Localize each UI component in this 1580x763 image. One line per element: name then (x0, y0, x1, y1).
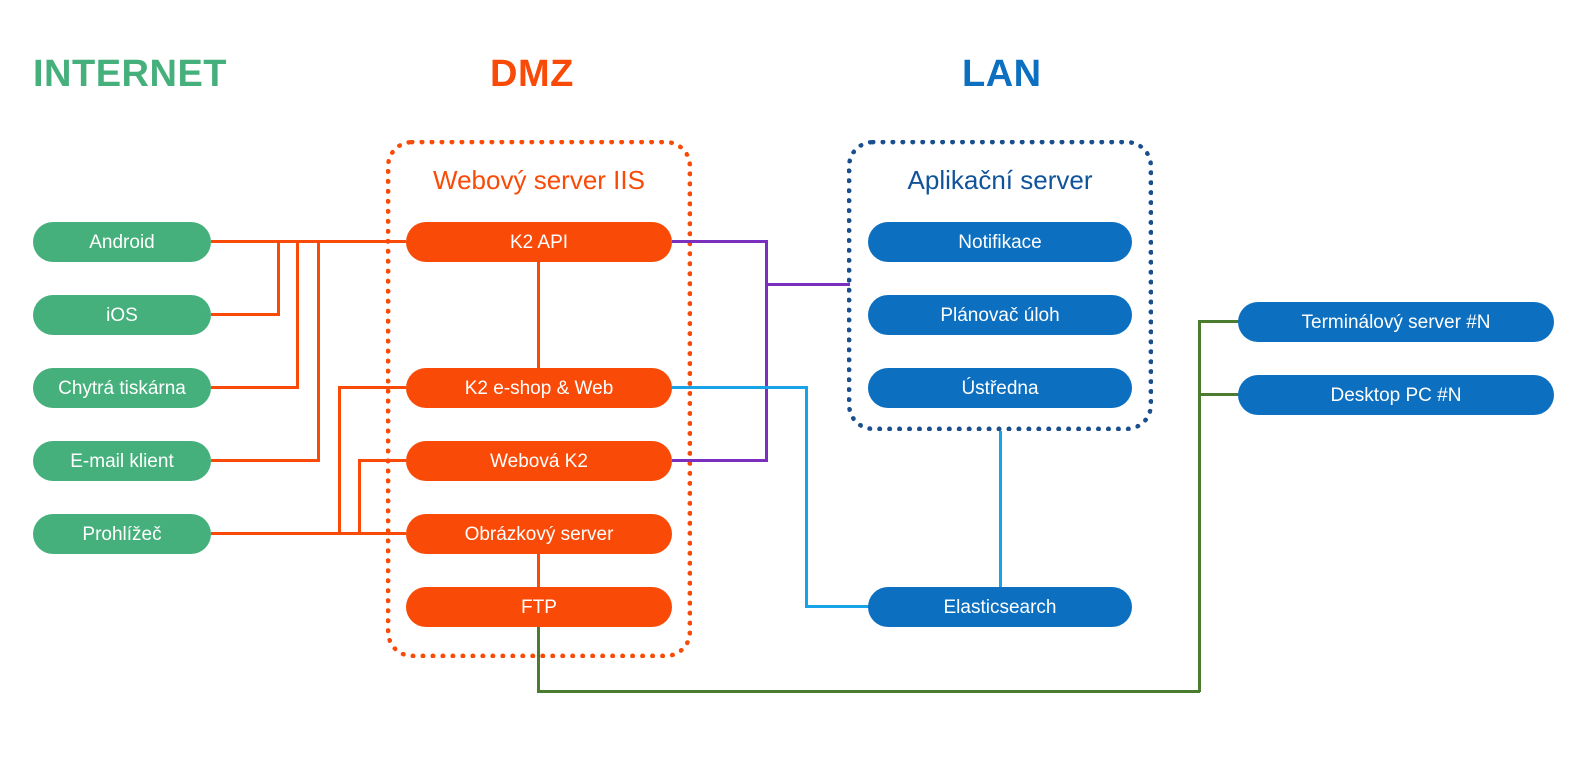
connector-terminal-server-branch (1198, 320, 1240, 323)
zone-title-lan: LAN (962, 53, 1042, 95)
connector-desktop-pc-branch (1198, 393, 1240, 396)
lan-group-title: Aplikační server (907, 165, 1093, 195)
endpoint-terminal-server[interactable]: Terminálový server #N (1238, 302, 1554, 342)
endpoint-desktop-pc[interactable]: Desktop PC #N (1238, 375, 1554, 415)
client-node-email-client[interactable]: E-mail klient (33, 441, 211, 481)
connector-email-trunk (317, 240, 320, 462)
connector-android-to-k2api (211, 240, 406, 243)
connector-ios-trunk (277, 240, 280, 316)
connector-endpoints-trunk (1198, 320, 1201, 692)
connector-k2api-to-appserver-horizontal (672, 240, 768, 243)
client-node-browser[interactable]: Prohlížeč (33, 514, 211, 554)
dmz-group-title: Webový server IIS (433, 165, 645, 195)
client-node-smart-printer[interactable]: Chytrá tiskárna (33, 368, 211, 408)
connector-appserver-entry (765, 283, 850, 286)
dmz-service-image-server[interactable]: Obrázkový server (406, 514, 672, 554)
connector-browser-to-image-server (211, 532, 406, 535)
connector-appserver-to-elasticsearch (999, 431, 1002, 588)
connector-elasticsearch-trunk (805, 386, 808, 607)
connector-k2api-to-eshop (537, 262, 540, 368)
connector-ios-horizontal (211, 313, 280, 316)
connector-elasticsearch-entry (805, 605, 870, 608)
connector-webk2-to-appserver-horizontal (672, 459, 768, 462)
lan-service-planovac-uloh[interactable]: Plánovač úloh (868, 295, 1132, 335)
connector-image-server-to-ftp (537, 554, 540, 587)
client-node-android[interactable]: Android (33, 222, 211, 262)
connector-ftp-down (537, 627, 540, 692)
lan-service-elasticsearch[interactable]: Elasticsearch (868, 587, 1132, 627)
dmz-service-k2-eshop-web[interactable]: K2 e-shop & Web (406, 368, 672, 408)
connector-browser-to-webk2-trunk (358, 459, 361, 535)
connector-appserver-trunk (765, 240, 768, 462)
dmz-service-ftp[interactable]: FTP (406, 587, 672, 627)
client-node-ios[interactable]: iOS (33, 295, 211, 335)
connector-email-horizontal (211, 459, 320, 462)
connector-printer-trunk (296, 240, 299, 389)
connector-browser-to-eshop-trunk (338, 386, 341, 535)
lan-service-ustredna[interactable]: Ústředna (868, 368, 1132, 408)
connector-bottom-bus (537, 690, 1200, 693)
connector-eshop-to-elasticsearch-horizontal (672, 386, 808, 389)
lan-service-notifikace[interactable]: Notifikace (868, 222, 1132, 262)
dmz-service-k2-api[interactable]: K2 API (406, 222, 672, 262)
zone-title-internet: INTERNET (33, 53, 227, 95)
dmz-service-webova-k2[interactable]: Webová K2 (406, 441, 672, 481)
zone-title-dmz: DMZ (490, 53, 574, 95)
connector-browser-to-eshop-horizontal (338, 386, 406, 389)
connector-browser-to-webk2-horizontal (358, 459, 406, 462)
connector-printer-horizontal (211, 386, 299, 389)
